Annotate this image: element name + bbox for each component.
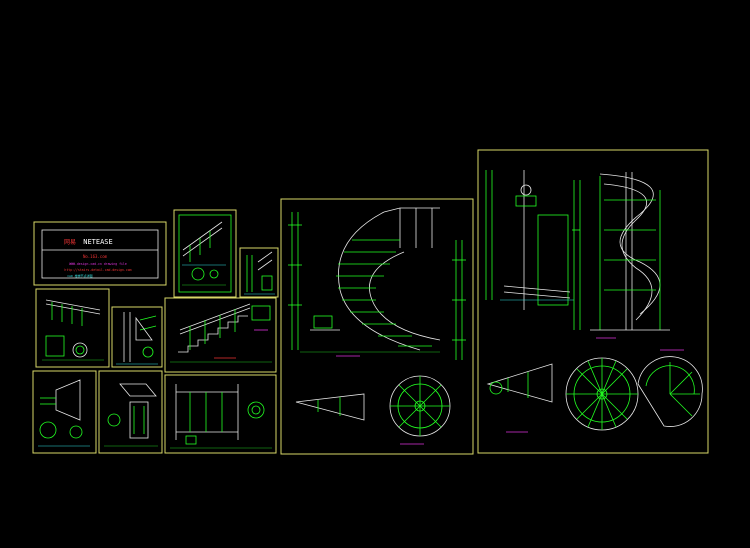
sheet-baluster-detail[interactable]	[239, 247, 279, 298]
sheet-railing-detail-a[interactable]	[173, 209, 237, 298]
title-line3: WWW.design.cad.cn drawing file	[69, 262, 127, 266]
sheet-post-detail[interactable]	[111, 306, 163, 368]
sheet-plan-a[interactable]	[32, 370, 97, 454]
sheet-spiral-stair[interactable]	[477, 149, 709, 454]
title-line4: http://stairs.detail.cad.design.com	[64, 268, 131, 272]
sheet-straight-stair[interactable]	[164, 297, 277, 373]
sheet-title-block[interactable]: NETEASE 网易 No.163.com WWW.design.cad.cn …	[33, 221, 167, 286]
sheet-curved-stair[interactable]	[280, 198, 474, 455]
sheet-handrail-section[interactable]	[35, 288, 110, 368]
title-line1: 网易	[64, 239, 76, 246]
sheet-elevation-posts[interactable]	[164, 374, 277, 454]
title-label: NETEASE	[83, 238, 113, 246]
title-line2: No.163.com	[83, 254, 108, 259]
sheet-plan-b[interactable]	[98, 370, 163, 454]
title-line5: CAD 楼梯节点详图	[67, 273, 92, 278]
